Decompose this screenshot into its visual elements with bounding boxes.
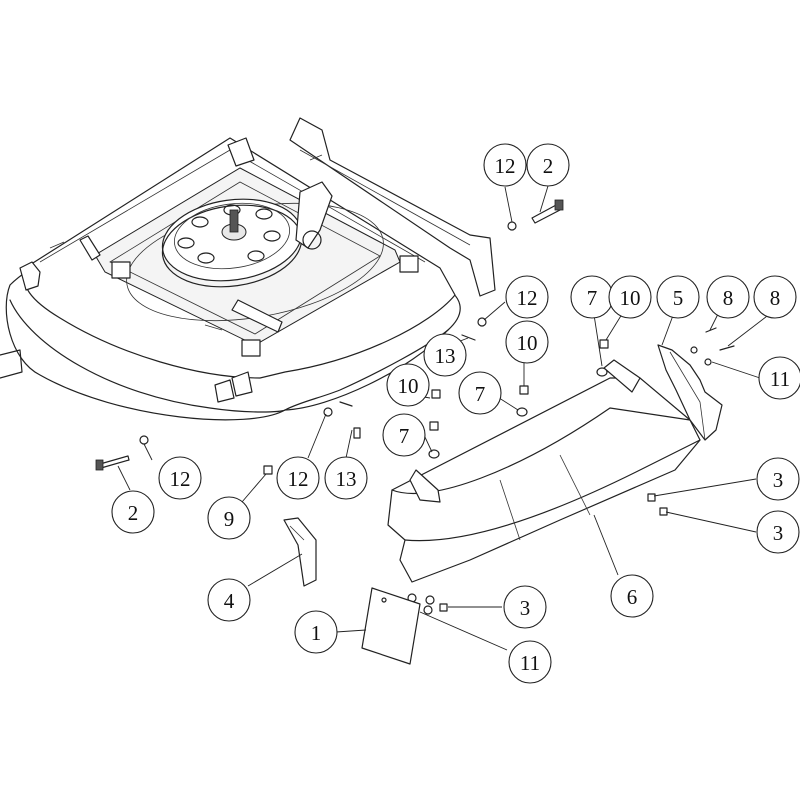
callout-10: 10: [608, 275, 652, 319]
hardware: [95, 199, 735, 615]
callout-label: 8: [770, 286, 781, 310]
discharge-chute: [387, 359, 701, 583]
callout-label: 2: [543, 154, 554, 178]
callout-circle: [276, 456, 320, 500]
callout-label: 10: [620, 286, 641, 310]
callout-circle: [608, 275, 652, 319]
callout-circle: [758, 356, 800, 400]
callout-6: 6: [610, 574, 654, 618]
callout-12: 12: [158, 456, 202, 500]
callout-12: 12: [483, 143, 527, 187]
side-deflector: [657, 344, 723, 441]
callout-circle: [526, 143, 570, 187]
callout-1: 1: [294, 610, 338, 654]
callout-12: 12: [505, 275, 549, 319]
callout-label: 1: [311, 621, 322, 645]
callout-label: 7: [399, 424, 410, 448]
callout-circle: [610, 574, 654, 618]
callout-7: 7: [382, 413, 426, 457]
callout-2: 2: [526, 143, 570, 187]
callout-circle: [505, 320, 549, 364]
callout-label: 4: [224, 589, 235, 613]
mower-deck: [0, 117, 496, 421]
callout-label: 3: [773, 468, 784, 492]
callout-7: 7: [458, 371, 502, 415]
pulley: [161, 198, 303, 288]
callout-label: 5: [673, 286, 684, 310]
callout-circle: [508, 640, 552, 684]
callout-label: 7: [587, 286, 598, 310]
callout-5: 5: [656, 275, 700, 319]
callout-11: 11: [758, 356, 800, 400]
callout-label: 11: [520, 651, 540, 675]
callout-label: 9: [224, 507, 235, 531]
callout-13: 13: [423, 333, 467, 377]
callout-3: 3: [756, 457, 800, 501]
callout-label: 12: [495, 154, 516, 178]
callout-label: 11: [770, 367, 790, 391]
callout-circle: [158, 456, 202, 500]
callout-label: 8: [723, 286, 734, 310]
callout-label: 13: [435, 344, 456, 368]
plate: [361, 587, 421, 665]
callout-11: 11: [508, 640, 552, 684]
callout-8: 8: [706, 275, 750, 319]
callout-10: 10: [386, 363, 430, 407]
callout-circle: [483, 143, 527, 187]
callout-3: 3: [756, 510, 800, 554]
callout-label: 10: [517, 331, 538, 355]
callout-circle: [756, 457, 800, 501]
callout-label: 12: [170, 467, 191, 491]
callout-circle: [656, 275, 700, 319]
callout-label: 6: [627, 585, 638, 609]
callout-7: 7: [570, 275, 614, 319]
callout-12: 12: [276, 456, 320, 500]
callout-circle: [706, 275, 750, 319]
callout-circle: [382, 413, 426, 457]
callout-8: 8: [753, 275, 797, 319]
callout-10: 10: [505, 320, 549, 364]
callout-circle: [294, 610, 338, 654]
callout-3: 3: [503, 585, 547, 629]
bracket: [283, 517, 317, 587]
callout-label: 12: [288, 467, 309, 491]
callout-9: 9: [207, 496, 251, 540]
callout-label: 2: [128, 501, 139, 525]
callout-circle: [111, 490, 155, 534]
callout-circle: [458, 371, 502, 415]
callout-label: 10: [398, 374, 419, 398]
callout-circle: [207, 578, 251, 622]
callout-circle: [505, 275, 549, 319]
callout-label: 12: [517, 286, 538, 310]
callout-label: 7: [475, 382, 486, 406]
callout-circle: [756, 510, 800, 554]
callout-4: 4: [207, 578, 251, 622]
callout-label: 3: [773, 521, 784, 545]
callout-circle: [207, 496, 251, 540]
callout-circle: [503, 585, 547, 629]
callout-circle: [386, 363, 430, 407]
callout-circle: [753, 275, 797, 319]
callout-label: 13: [336, 467, 357, 491]
callout-circle: [324, 456, 368, 500]
callout-label: 3: [520, 596, 531, 620]
callout-13: 13: [324, 456, 368, 500]
callout-2: 2: [111, 490, 155, 534]
callout-circle: [423, 333, 467, 377]
